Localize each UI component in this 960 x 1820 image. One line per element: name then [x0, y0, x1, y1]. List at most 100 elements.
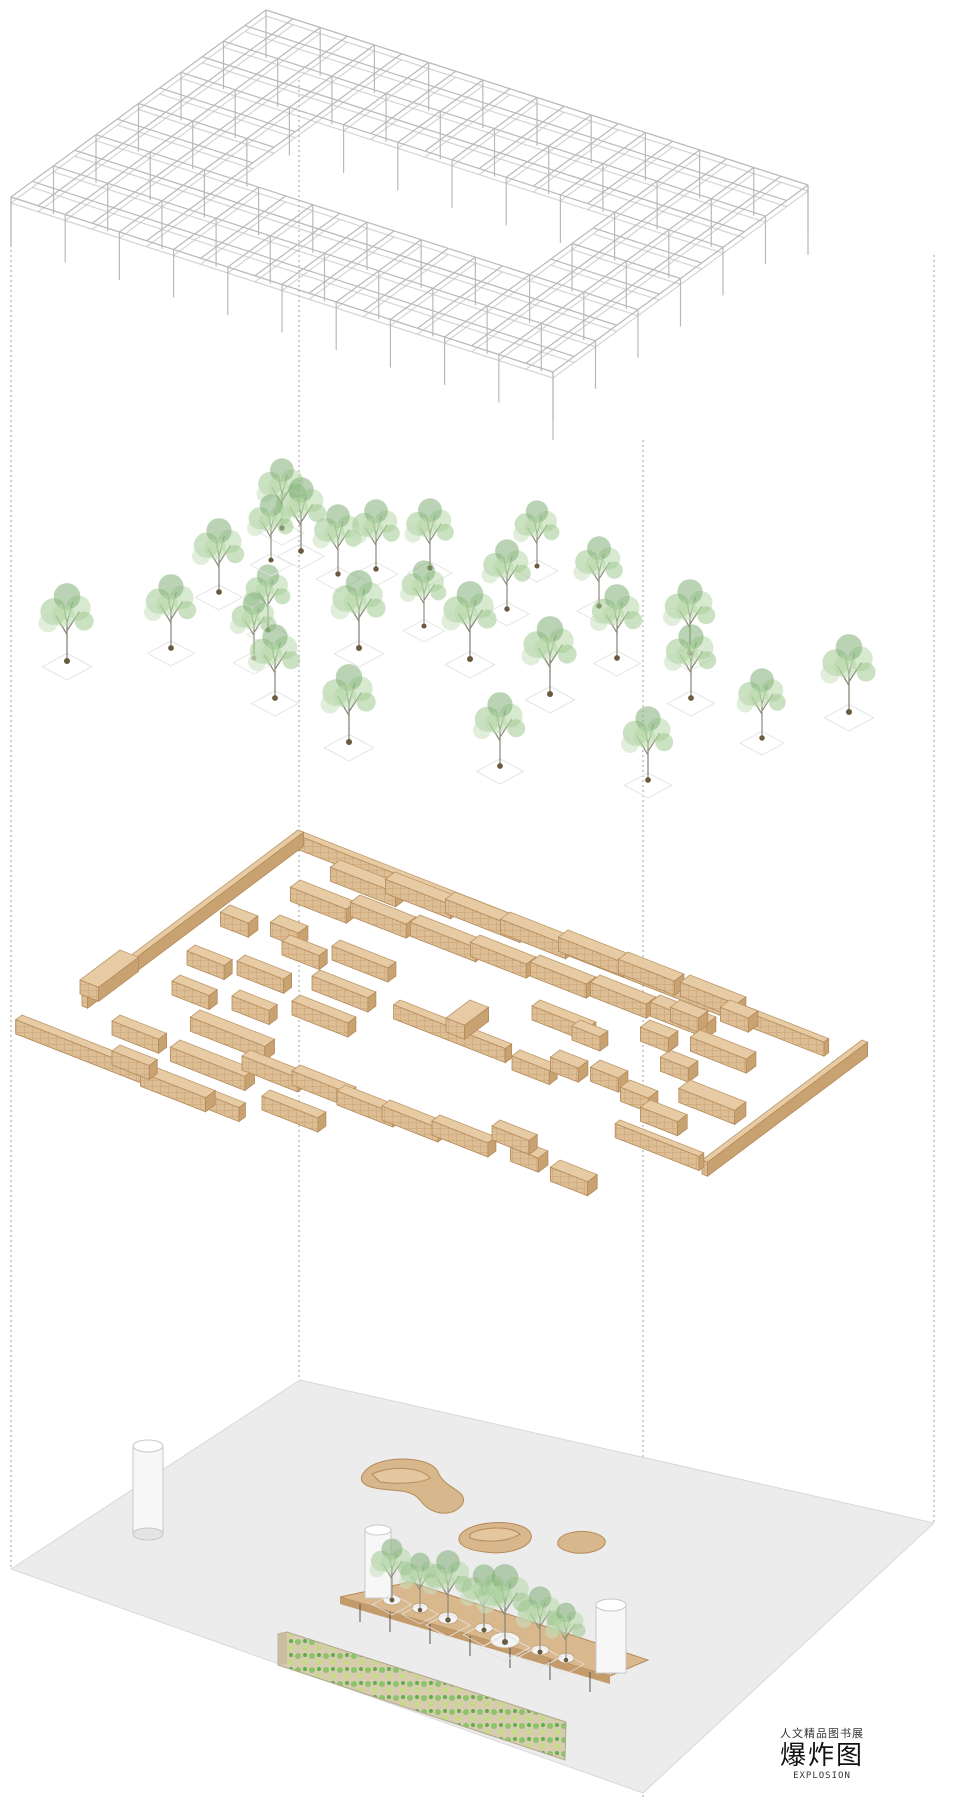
- roof-beam: [651, 162, 679, 173]
- tree-foliage: [768, 693, 786, 711]
- roof-beam: [680, 262, 703, 279]
- roof-beam: [641, 205, 664, 222]
- roof-beam: [204, 159, 227, 177]
- roof-beam: [140, 206, 163, 223]
- roof-beam: [352, 44, 375, 62]
- roof-beam: [155, 175, 184, 186]
- roof-beam: [407, 83, 435, 94]
- tree-foliage: [259, 494, 283, 517]
- roof-beam: [236, 192, 259, 210]
- roof-beam: [186, 102, 215, 112]
- roof-beam: [577, 257, 600, 275]
- tree-layer: [38, 458, 876, 799]
- roof-beam: [275, 265, 304, 276]
- roof-beam: [289, 97, 312, 114]
- roof-beam: [303, 274, 331, 285]
- roof-beam: [540, 313, 563, 330]
- roof-beam: [434, 86, 462, 97]
- tree-foliage: [51, 604, 75, 627]
- roof-beam: [95, 140, 124, 150]
- tree-foliage: [495, 539, 519, 564]
- roof-beam: [64, 204, 87, 221]
- roof-beam: [320, 26, 348, 37]
- roof-beam: [275, 244, 298, 261]
- tree-foliage: [364, 499, 388, 524]
- roof-beam: [246, 137, 275, 148]
- roof-beam: [494, 118, 517, 136]
- roof-beam: [507, 274, 530, 291]
- roof-beam: [620, 220, 643, 238]
- roof-beam: [330, 277, 358, 287]
- roof-beam: [631, 269, 654, 286]
- roof-beam: [550, 258, 579, 269]
- diagram-caption: 人文精品图书展 爆炸图 EXPLOSION: [780, 1725, 864, 1781]
- roof-beam: [237, 202, 265, 213]
- roof-beam: [587, 209, 615, 219]
- tree: [664, 624, 717, 717]
- roof-beam: [680, 268, 703, 285]
- roof-beam: [554, 154, 577, 171]
- roof-beam: [552, 355, 575, 373]
- tree-ground-outline: [823, 703, 875, 732]
- roof-beam: [146, 246, 174, 257]
- roof-beam: [264, 216, 292, 227]
- roof-beam: [500, 152, 528, 163]
- roof-beam: [623, 153, 652, 164]
- tree-ground-outline: [194, 584, 244, 611]
- roof-beam: [521, 142, 549, 153]
- roof-beam: [207, 86, 236, 97]
- roof-beam: [159, 93, 188, 104]
- roof-beam: [716, 206, 739, 224]
- roof-beam: [488, 88, 511, 105]
- roof-beam: [439, 101, 462, 118]
- tree-foliage: [308, 504, 327, 523]
- roof-beam: [507, 280, 530, 297]
- roof-beam: [459, 302, 488, 313]
- tree-foliage: [554, 1618, 572, 1635]
- roof-beam: [113, 197, 136, 215]
- roof-beam: [177, 166, 205, 177]
- roof-beam: [568, 322, 591, 339]
- tree-ground-outline: [475, 758, 525, 785]
- roof-beam: [645, 137, 673, 148]
- roof-beam: [316, 106, 339, 123]
- roof-beam: [336, 307, 364, 318]
- roof-beam: [155, 166, 178, 183]
- roof-beam: [560, 184, 583, 202]
- roof-beam: [318, 218, 341, 236]
- roof-beam: [502, 271, 530, 282]
- roof-beam: [498, 338, 521, 355]
- roof-beam: [405, 285, 434, 295]
- roof-beam: [182, 169, 205, 186]
- roof-beam: [10, 202, 39, 213]
- tree-foliage: [698, 651, 717, 670]
- roof-beam: [593, 227, 621, 238]
- roof-beam: [399, 254, 428, 265]
- roof-beam: [107, 188, 135, 199]
- roof-beam: [231, 183, 259, 194]
- tree-ground-outline: [479, 1633, 531, 1662]
- roof-beam: [480, 271, 503, 288]
- roof-beam: [726, 164, 754, 175]
- roof-beam: [583, 297, 612, 308]
- roof-beam: [417, 318, 440, 335]
- tree-foliage: [430, 584, 447, 601]
- tree-foliage: [418, 498, 442, 523]
- roof-beam: [732, 182, 760, 193]
- roof-beam: [616, 315, 639, 332]
- roof-beam: [455, 70, 483, 81]
- roof-beam: [308, 292, 337, 303]
- roof-beam: [629, 171, 658, 182]
- bookshelf: [549, 1049, 589, 1083]
- roof-beam: [581, 163, 604, 180]
- roof-beam: [695, 244, 724, 254]
- roof-beam: [587, 193, 610, 211]
- roof-beam: [540, 307, 563, 324]
- roof-beam: [412, 86, 435, 103]
- roof-beam: [291, 210, 314, 227]
- roof-beam: [705, 179, 733, 190]
- roof-beam: [445, 125, 468, 142]
- tree-foliage: [324, 523, 345, 544]
- tree-foliage: [534, 637, 558, 660]
- roof-beam: [453, 278, 482, 289]
